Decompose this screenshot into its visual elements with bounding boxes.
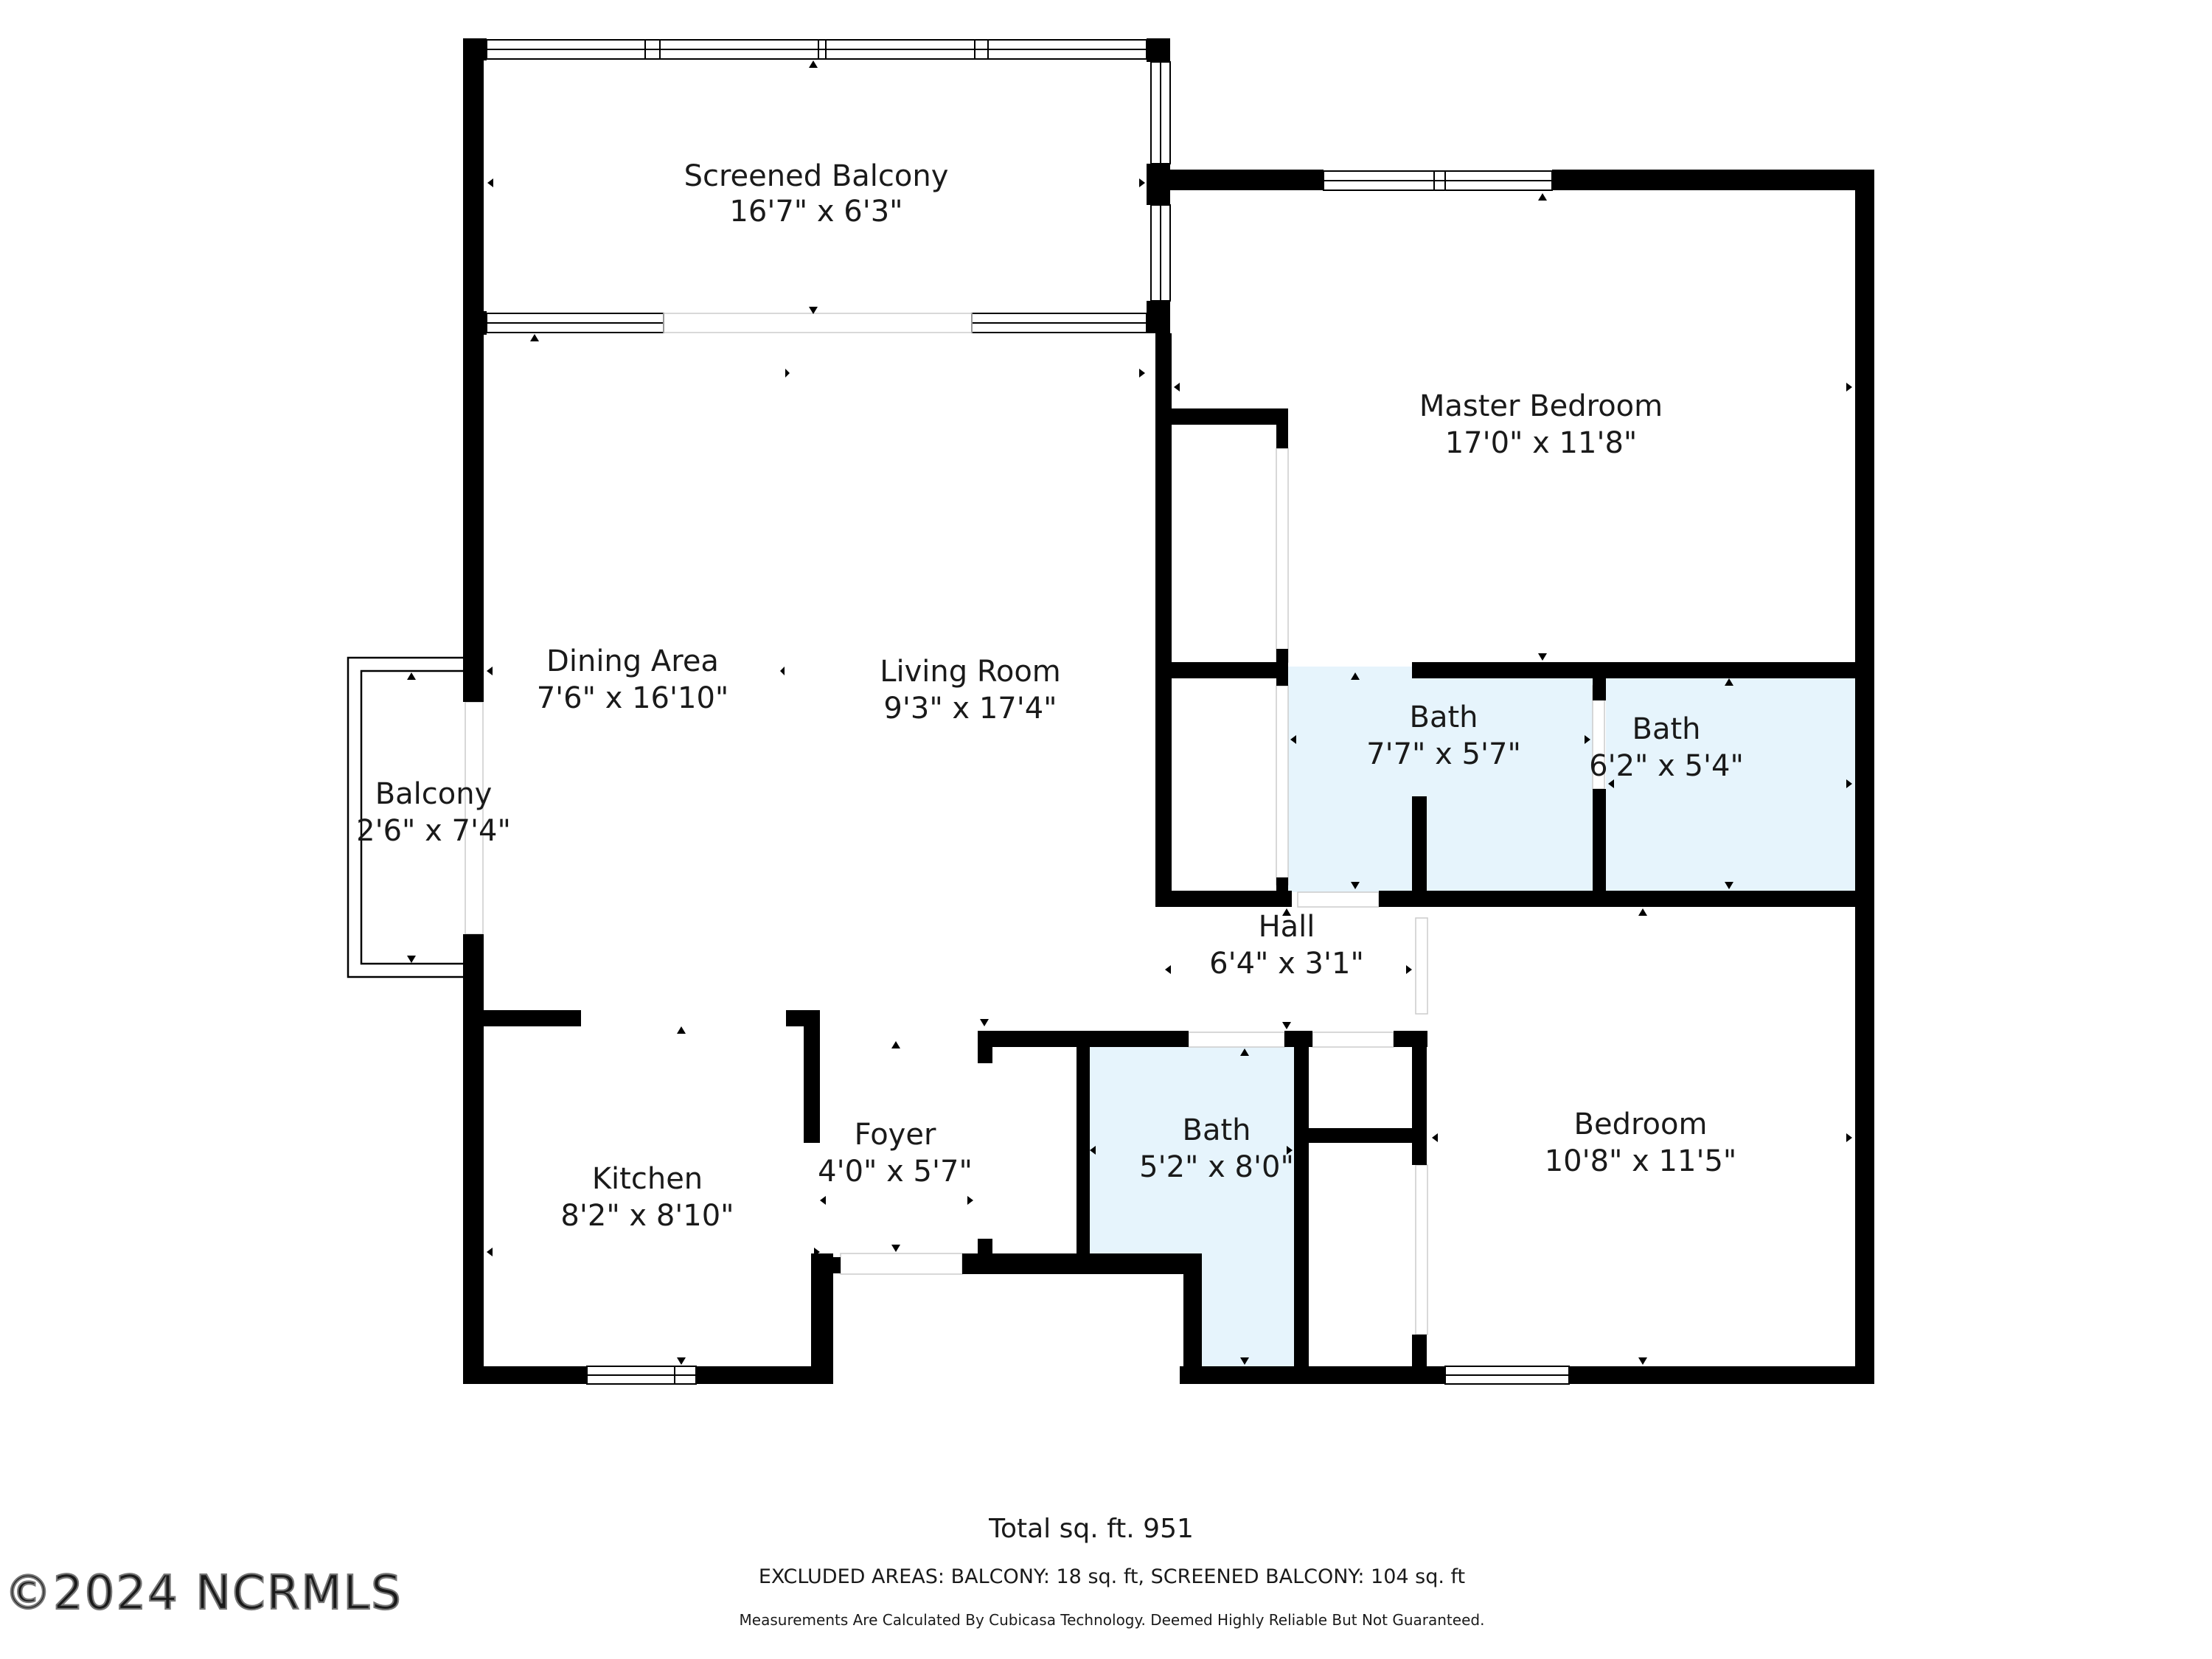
room-labels: Screened Balcony 16'7" x 6'3" Master Bed… bbox=[356, 159, 1744, 1233]
dining-area-dims: 7'6" x 16'10" bbox=[537, 681, 729, 715]
window-mullions bbox=[487, 40, 1569, 1384]
bath-fills bbox=[1088, 667, 1855, 1368]
bath-hall-name: Bath bbox=[1183, 1113, 1251, 1147]
balcony-dims: 2'6" x 7'4" bbox=[356, 814, 511, 848]
balcony-name: Balcony bbox=[375, 777, 493, 811]
walls bbox=[463, 38, 1874, 1384]
foyer-dims: 4'0" x 5'7" bbox=[818, 1155, 973, 1189]
screened-balcony-dims: 16'7" x 6'3" bbox=[729, 195, 902, 229]
balcony-outline bbox=[347, 656, 468, 978]
living-room-name: Living Room bbox=[880, 655, 1061, 689]
bedroom-name: Bedroom bbox=[1574, 1107, 1708, 1141]
excluded-areas: EXCLUDED AREAS: BALCONY: 18 sq. ft, SCRE… bbox=[759, 1565, 1465, 1588]
bath-master-name: Bath bbox=[1410, 700, 1478, 734]
living-room-dims: 9'3" x 17'4" bbox=[883, 692, 1057, 726]
kitchen-name: Kitchen bbox=[592, 1162, 703, 1196]
foyer-name: Foyer bbox=[855, 1118, 936, 1152]
bath-hall-dims: 5'2" x 8'0" bbox=[1139, 1150, 1294, 1184]
kitchen-dims: 8'2" x 8'10" bbox=[560, 1199, 734, 1233]
bath-hall-fill bbox=[1088, 1047, 1294, 1368]
bath-master-fill bbox=[1288, 667, 1593, 892]
total-sqft: Total sq. ft. 951 bbox=[988, 1514, 1194, 1544]
bedroom-dims: 10'8" x 11'5" bbox=[1545, 1144, 1737, 1178]
footer: Total sq. ft. 951 EXCLUDED AREAS: BALCON… bbox=[740, 1514, 1485, 1629]
measurement-note: Measurements Are Calculated By Cubicasa … bbox=[740, 1611, 1485, 1629]
bath-master-dims: 7'7" x 5'7" bbox=[1366, 737, 1521, 771]
dining-area-name: Dining Area bbox=[546, 644, 719, 678]
master-bedroom-dims: 17'0" x 11'8" bbox=[1445, 426, 1638, 460]
bath-small-dims: 6'2" x 5'4" bbox=[1589, 749, 1744, 783]
hall-name: Hall bbox=[1259, 910, 1315, 944]
dimension-markers bbox=[407, 60, 1852, 1365]
master-bedroom-name: Master Bedroom bbox=[1419, 389, 1663, 423]
watermark: ©2024 NCRMLS bbox=[4, 1566, 403, 1621]
hall-dims: 6'4" x 3'1" bbox=[1209, 947, 1364, 981]
bath-small-name: Bath bbox=[1632, 712, 1701, 746]
bath-small-fill bbox=[1606, 678, 1855, 892]
screened-balcony-name: Screened Balcony bbox=[684, 159, 949, 193]
